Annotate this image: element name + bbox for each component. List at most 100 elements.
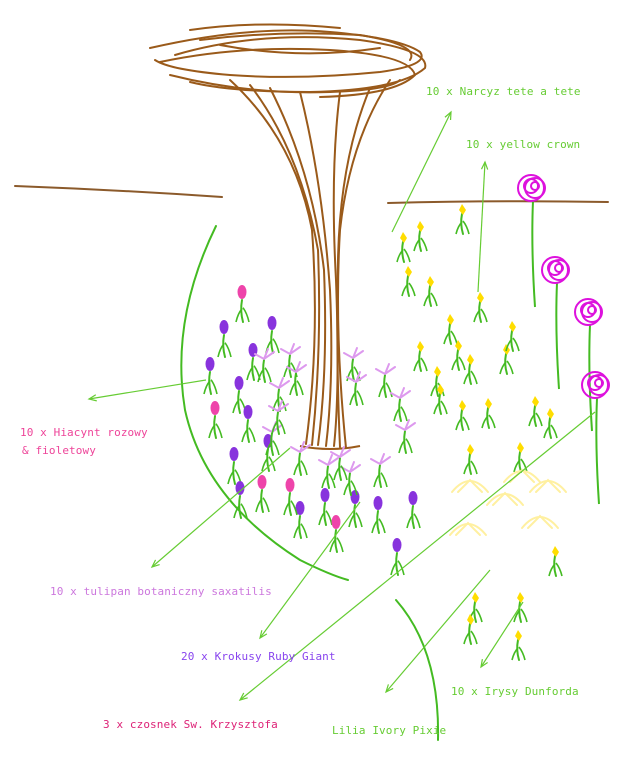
plant-stem [460, 409, 464, 431]
plant-leaf [227, 470, 235, 485]
label-czosnek: 3 x czosnek Sw. Krzysztofa [103, 718, 278, 731]
tulip-flower [375, 363, 396, 376]
hyacinth-flower [210, 401, 220, 415]
plant-leaf [355, 512, 363, 528]
plant-leaf [396, 249, 404, 263]
canopy-stroke-0 [149, 29, 423, 78]
narcissus-flower [467, 614, 474, 625]
narcissus-flower [509, 321, 516, 332]
plant-leaf [385, 382, 393, 398]
plant-stem [378, 464, 382, 488]
plant-stem [338, 457, 342, 481]
narcissus-flower [547, 408, 554, 419]
plant-stem [262, 359, 266, 383]
plant-stem [468, 623, 472, 645]
plant-stem [298, 515, 302, 539]
arrow-czosnek-head [238, 692, 248, 701]
plant-leaf [520, 608, 528, 623]
plant-leaf [283, 363, 291, 378]
plant-stem [288, 492, 292, 516]
trunk-stroke-3 [332, 91, 341, 447]
plant-leaf [373, 473, 381, 488]
plant-stem [298, 452, 302, 476]
tulip-flower [269, 377, 290, 390]
narcissus-flower [515, 630, 522, 641]
plant-leaf [401, 283, 409, 297]
plant-leaf [208, 424, 216, 439]
plant-leaf [548, 563, 556, 577]
plant-stem [456, 349, 460, 371]
trunk-base [299, 445, 361, 450]
narcissus-flower [417, 341, 424, 352]
plant-leaf [413, 513, 421, 529]
plant-leaf [462, 416, 470, 431]
plant-leaf [356, 390, 364, 406]
plant-leaf [333, 466, 341, 481]
plant-stem [548, 417, 552, 439]
plant-leaf [430, 292, 438, 307]
trunk-stroke-1 [269, 87, 327, 446]
narcissus-flower [467, 354, 474, 365]
plant-leaf [433, 401, 441, 415]
hyacinth-flower [295, 501, 305, 515]
plant-leaf [555, 562, 563, 577]
arrow-krokusy-head [259, 630, 268, 640]
label-narcyz: 10 x Narcyz tete a tete [426, 85, 581, 98]
plant-leaf [470, 460, 478, 475]
plant-leaf [278, 419, 286, 435]
label-hiacynt-line1: 10 x Hiacynt rozowy [20, 426, 148, 439]
narcissus-flower [417, 221, 424, 232]
allium-stem [595, 397, 600, 505]
plant-leaf [400, 406, 408, 422]
plant-stem [438, 393, 442, 415]
allium-stem [588, 324, 593, 432]
plant-leaf [328, 473, 336, 489]
plant-leaf [413, 358, 421, 372]
plant-stem [208, 371, 212, 395]
arrow-tulipan-head [150, 559, 160, 569]
plant-leaf [300, 460, 308, 476]
plant-stem [232, 461, 236, 485]
plant-leaf [430, 383, 438, 397]
hyacinth-flower [408, 491, 418, 505]
narcissus-flower [455, 340, 462, 351]
plant-stem [418, 230, 422, 252]
plant-leaf [463, 371, 471, 385]
plant-stem [468, 453, 472, 475]
tulip-flower [370, 453, 391, 466]
plant-leaf [458, 356, 466, 371]
plant-leaf [475, 608, 483, 623]
plant-leaf [203, 380, 211, 395]
plant-leaf [340, 465, 348, 481]
plant-leaf [423, 293, 431, 307]
plant-leaf [481, 415, 489, 429]
flower-plants [203, 174, 610, 661]
label-irysy: 10 x Irysy Dunforda [451, 685, 579, 698]
ground-lines [14, 185, 609, 204]
plant-leaf [511, 647, 519, 661]
plant-leaf [290, 362, 298, 378]
plant-stem [213, 415, 217, 439]
narcissus-flower [477, 292, 484, 303]
plant-leaf [283, 501, 291, 516]
plant-leaf [455, 221, 463, 235]
plant-leaf [265, 441, 273, 456]
label-krokusy: 20 x Krokusy Ruby Giant [181, 650, 336, 663]
hyacinth-flower [234, 376, 244, 390]
arrow-lilia-head [385, 684, 394, 694]
plant-stem [260, 489, 264, 513]
plant-leaf [528, 413, 536, 427]
plant-leaf [420, 237, 428, 252]
plant-leaf [405, 438, 413, 454]
hyacinth-flower [243, 405, 253, 419]
plant-leaf [279, 396, 287, 412]
narcissus-flower [485, 398, 492, 409]
plant-leaf [350, 480, 358, 496]
arrow-krokusy [259, 501, 361, 639]
plant-stem [288, 354, 292, 378]
plant-leaf [440, 400, 448, 415]
narcissus-flower [459, 204, 466, 215]
narcissus-flower [400, 232, 407, 243]
plant-leaf [406, 514, 414, 529]
hyacinth-flower [285, 478, 295, 492]
